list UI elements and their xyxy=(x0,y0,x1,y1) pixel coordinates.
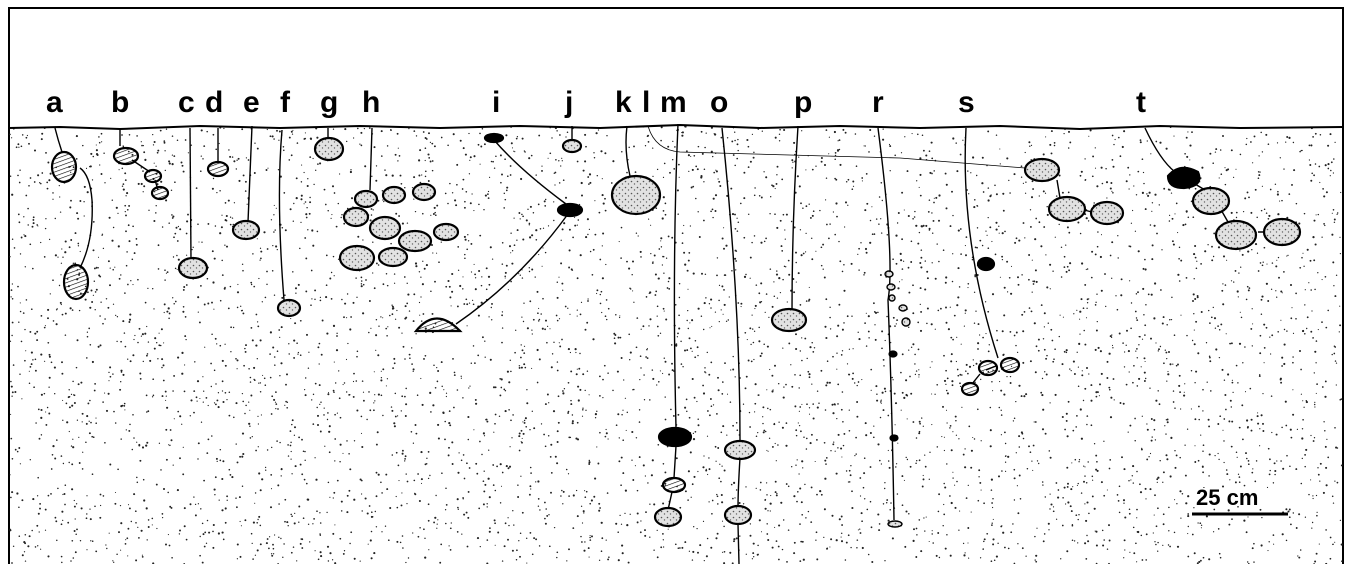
tunnel-r xyxy=(877,127,895,521)
label-o: o xyxy=(710,86,728,119)
tunnel-e xyxy=(247,125,253,223)
chamber-t-3 xyxy=(1214,219,1258,251)
chamber-r-2 xyxy=(886,283,896,291)
chamber-h-3 xyxy=(411,182,437,202)
burrow-labels: a b c d e f g h i j k l m o p r s t xyxy=(46,86,1146,119)
chamber-g xyxy=(313,136,345,162)
label-a: a xyxy=(46,86,63,119)
chamber-h-6 xyxy=(397,229,433,253)
chamber-e xyxy=(231,219,261,241)
chamber-t-2 xyxy=(1191,186,1231,216)
chamber-t-4 xyxy=(1262,217,1302,247)
label-k: k xyxy=(615,86,632,119)
scale-bar: 25 cm xyxy=(1192,485,1288,516)
tunnel-o xyxy=(721,127,741,564)
tunnel-h xyxy=(369,127,373,191)
chamber-h-1 xyxy=(353,189,379,209)
tunnel-f xyxy=(278,129,285,301)
soil-stipple xyxy=(9,125,1343,564)
chamber-s-3 xyxy=(977,359,999,377)
chamber-s-4 xyxy=(960,381,980,397)
scale-bar-label: 25 cm xyxy=(1196,485,1258,510)
chamber-m-3 xyxy=(653,506,683,528)
chamber-h-8 xyxy=(338,244,376,272)
chamber-b-1 xyxy=(112,146,140,166)
chamber-r-8 xyxy=(887,520,903,528)
label-s: s xyxy=(958,86,975,119)
label-j: j xyxy=(564,86,573,119)
chamber-r-3 xyxy=(888,294,896,302)
label-f: f xyxy=(280,86,291,119)
chamber-l-3 xyxy=(1089,200,1125,226)
chamber-h-9 xyxy=(377,246,409,268)
chamber-h-4 xyxy=(342,206,370,228)
chamber-l-2 xyxy=(1047,195,1087,223)
chamber-i-1 xyxy=(483,132,505,144)
burrow-tunnels xyxy=(54,123,1270,564)
chamber-b-2 xyxy=(143,168,163,184)
chamber-h-5 xyxy=(368,215,402,241)
chamber-t-1 xyxy=(1166,166,1201,190)
chamber-h-7 xyxy=(432,222,460,242)
label-i: i xyxy=(492,86,500,119)
burrow-chambers xyxy=(50,132,1302,528)
chamber-r-7 xyxy=(889,434,899,442)
chamber-s-1 xyxy=(976,256,996,272)
tunnel-l xyxy=(647,125,1026,169)
label-l: l xyxy=(642,86,650,119)
tunnel-a xyxy=(54,127,93,269)
label-b: b xyxy=(111,86,129,119)
label-m: m xyxy=(660,86,687,119)
chamber-h-2 xyxy=(381,185,407,205)
label-t: t xyxy=(1136,86,1146,119)
chamber-s-2 xyxy=(999,356,1021,374)
label-h: h xyxy=(362,86,380,119)
tunnel-k xyxy=(625,125,631,177)
label-c: c xyxy=(178,86,195,119)
label-g: g xyxy=(320,86,338,119)
label-p: p xyxy=(794,86,812,119)
chamber-r-6 xyxy=(888,350,898,358)
ground-surface-line xyxy=(8,123,1344,131)
chamber-m-2 xyxy=(661,476,687,494)
chamber-k xyxy=(610,174,662,216)
chamber-b-3 xyxy=(150,185,170,201)
chamber-j xyxy=(561,138,583,154)
chamber-d xyxy=(206,160,230,178)
chamber-o-2 xyxy=(723,504,753,526)
chamber-m-1 xyxy=(657,426,693,448)
chamber-f xyxy=(276,298,302,318)
chamber-o-1 xyxy=(723,439,757,461)
chamber-i-2 xyxy=(556,202,584,218)
chamber-r-1 xyxy=(884,270,894,278)
chamber-a-1 xyxy=(50,150,78,184)
chamber-r-4 xyxy=(898,304,908,312)
label-d: d xyxy=(205,86,223,119)
chamber-p xyxy=(770,307,808,333)
chamber-a-2 xyxy=(62,263,90,301)
chamber-r-5 xyxy=(901,317,911,327)
chamber-c xyxy=(177,256,209,280)
label-e: e xyxy=(243,86,260,119)
figure-frame xyxy=(8,7,1344,564)
tunnel-c xyxy=(189,127,192,261)
label-r: r xyxy=(872,86,884,119)
chamber-l-1 xyxy=(1023,157,1061,183)
chamber-i-3 xyxy=(413,317,463,333)
tunnel-p xyxy=(791,125,799,313)
tunnel-i xyxy=(455,139,569,325)
